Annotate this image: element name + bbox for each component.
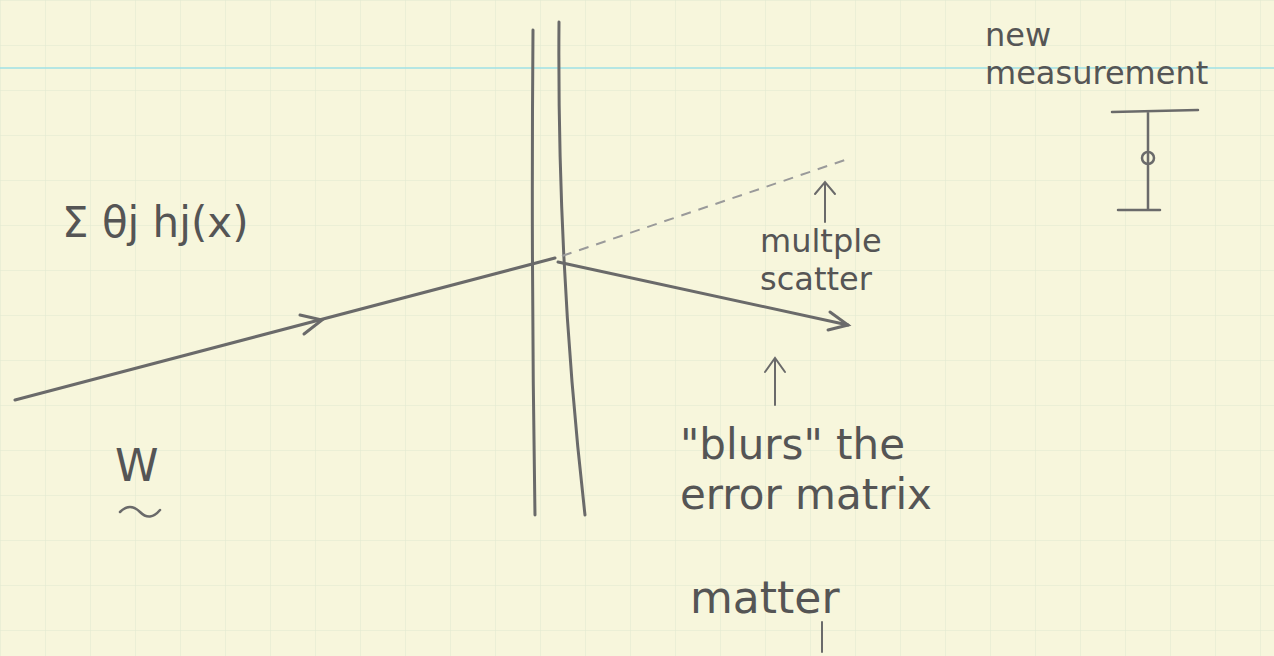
measurement-label: new measurement bbox=[985, 16, 1245, 93]
formula-label: Σ θj hj(x) bbox=[62, 198, 482, 248]
weight-label: W bbox=[115, 440, 195, 493]
matter-wall bbox=[532, 30, 535, 515]
incoming-track bbox=[15, 258, 555, 400]
blur-note: "blurs" the error matrix bbox=[680, 420, 1020, 521]
leader-arrow bbox=[765, 358, 785, 405]
track-arrow bbox=[300, 315, 322, 334]
track-arrowhead bbox=[828, 312, 848, 330]
tilde-mark bbox=[120, 507, 160, 517]
matter-label: matter bbox=[690, 572, 950, 625]
measurement-point bbox=[1142, 152, 1154, 164]
leader-arrow bbox=[815, 182, 835, 222]
pencil-mark bbox=[821, 622, 823, 652]
scatter-note: multple scatter bbox=[760, 222, 920, 299]
measurement-bar bbox=[1112, 110, 1198, 210]
